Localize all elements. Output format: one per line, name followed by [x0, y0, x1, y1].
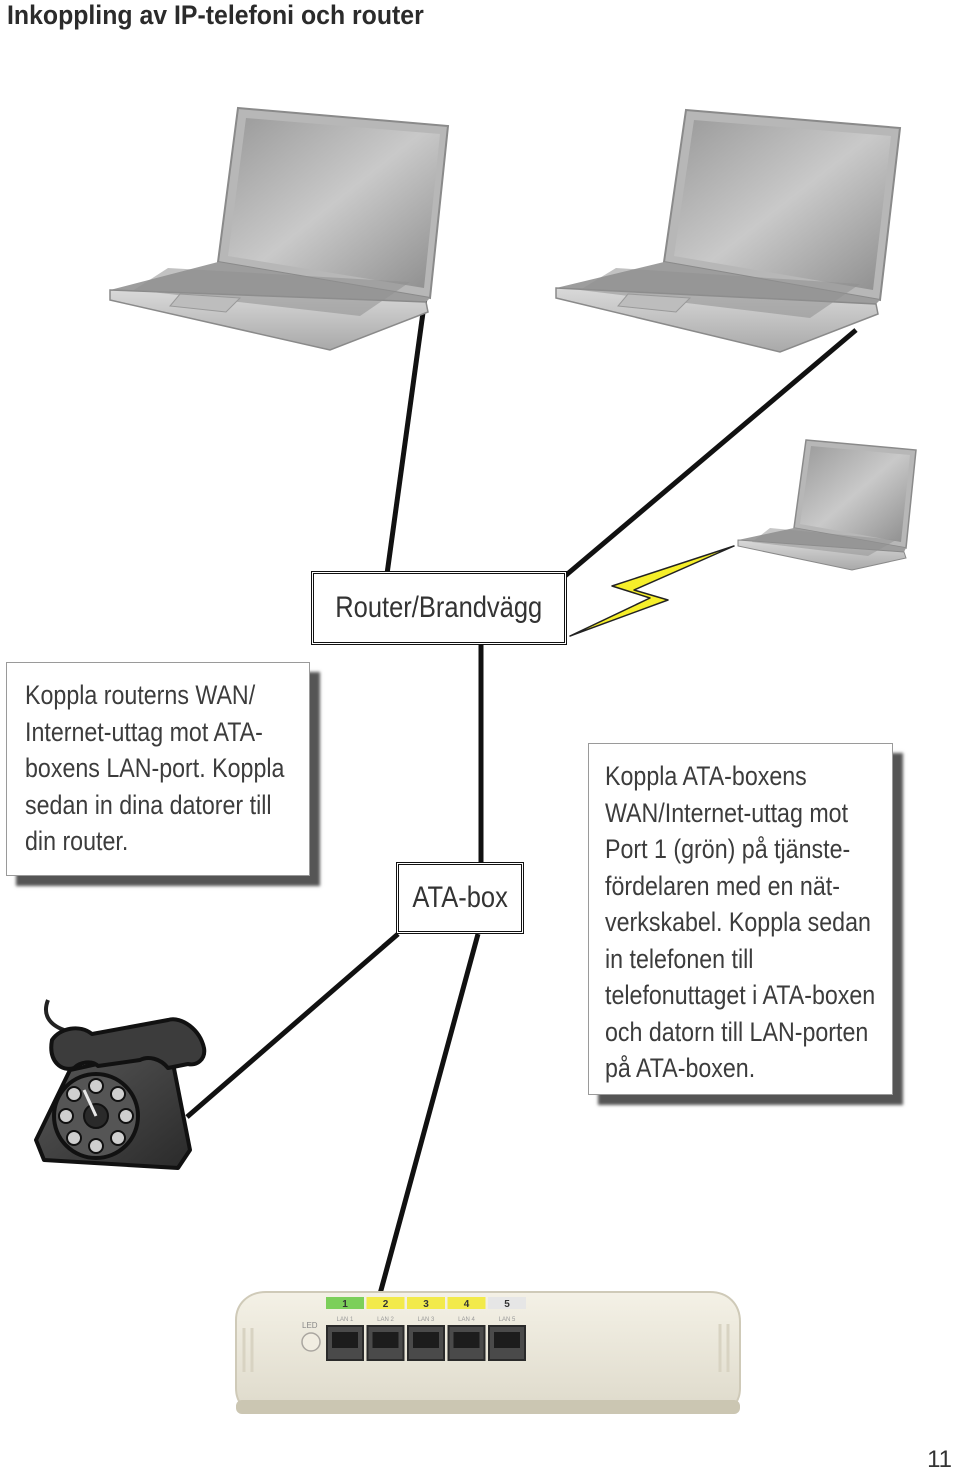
note-right: Koppla ATA-boxens WAN/Internet-uttag mot… — [588, 743, 893, 1095]
laptop-icon — [737, 439, 917, 571]
lan-port-socket — [453, 1332, 480, 1348]
lan-port-socket — [332, 1332, 358, 1348]
cables — [185, 297, 858, 1361]
rotary-phone-icon — [34, 999, 207, 1170]
router-label: Router/Brandvägg — [335, 591, 543, 624]
port-number: 5 — [504, 1299, 510, 1310]
cable-laptop1-router — [384, 297, 428, 575]
port-label: LAN 1 — [337, 1317, 354, 1323]
page-title: Inkoppling av IP-telefoni och router — [7, 0, 424, 30]
port-color-strip — [366, 1297, 405, 1309]
router-box: Router/Brandvägg — [311, 571, 567, 645]
port-label: LAN 5 — [499, 1317, 516, 1323]
port-color-strip — [447, 1297, 486, 1309]
lan-port-socket — [372, 1332, 399, 1348]
note-left: Koppla routerns WAN/ Internet-uttag mot … — [6, 662, 310, 876]
ata-box: ATA-box — [396, 862, 524, 934]
port-label: LAN 4 — [458, 1317, 475, 1323]
port-color-strip — [407, 1297, 445, 1309]
lightning-icon — [569, 545, 735, 637]
switch-power-button — [301, 1332, 321, 1352]
lan-port-socket — [494, 1332, 520, 1348]
laptop-icon — [555, 108, 902, 353]
laptop-icon — [109, 106, 450, 351]
page-number: 11 — [927, 1446, 952, 1473]
port-number: 4 — [464, 1299, 470, 1310]
cable-laptop2-router — [563, 328, 858, 578]
switch-led-label: LED — [302, 1321, 318, 1330]
note-left-text: Koppla routerns WAN/ Internet-uttag mot … — [25, 680, 285, 856]
port-number: 2 — [383, 1299, 389, 1310]
port-label: LAN 3 — [418, 1317, 435, 1323]
lan-port-socket — [413, 1332, 439, 1348]
port-number: 3 — [423, 1299, 429, 1310]
note-right-text: Koppla ATA-boxens WAN/Internet-uttag mot… — [605, 761, 876, 1083]
ata-label: ATA-box — [412, 881, 508, 914]
port-color-strip — [488, 1297, 526, 1309]
port-label: LAN 2 — [377, 1317, 394, 1323]
cable-ata-phone — [185, 932, 400, 1119]
port-number: 1 — [342, 1299, 348, 1310]
cable-ata-switch — [359, 933, 481, 1361]
port-color-strip — [326, 1297, 364, 1309]
